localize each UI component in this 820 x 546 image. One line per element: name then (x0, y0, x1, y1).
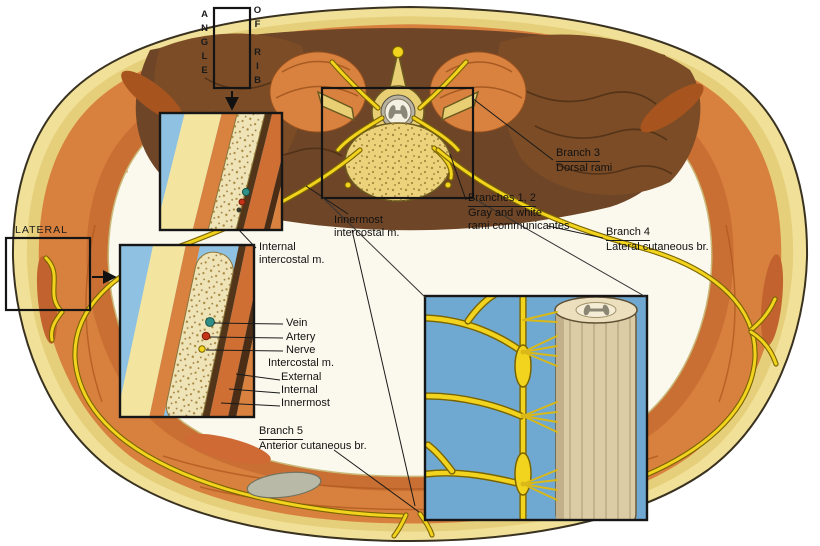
inset-spinal-cord-detail (423, 294, 649, 522)
label-lateral: LATERAL (15, 224, 68, 236)
internal-intercostal-layer (218, 246, 253, 416)
label-angle-of-rib-left: ANGLE (199, 9, 210, 79)
vein-dot-2 (205, 317, 215, 327)
innermost-intercostal-layer (226, 246, 253, 416)
spinal-cord-column (555, 305, 637, 519)
label-branches-1-2-rami-communicantes: Branches 1, 2 Gray and white rami commun… (468, 192, 570, 232)
label-branch-3-dorsal-rami: Branch 3 Dorsal rami (556, 147, 613, 174)
artery-dot-2 (201, 331, 211, 341)
label-branch-4-lateral-cutaneous: Branch 4 Lateral cutaneous br. (606, 226, 709, 253)
label-nerve: Nerve (286, 344, 316, 356)
zoom-boxes (4, 6, 647, 312)
inset-rib-angle-detail (158, 111, 284, 232)
sympathetic-ganglion-lower (514, 452, 532, 496)
label-branch-5-anterior-cutaneous: Branch 5 Anterior cutaneous br. (259, 425, 367, 452)
sympathetic-trunk-right (444, 181, 452, 189)
label-vein: Vein (286, 317, 308, 329)
nerve-dot-2 (198, 345, 206, 353)
sympathetic-trunk-left (344, 181, 352, 189)
vein-dot (241, 187, 251, 197)
artery-dot (238, 198, 246, 206)
connector-box-to-inset-right (472, 197, 647, 298)
costal-cartilage (246, 471, 322, 499)
zoom-box-vertebra (320, 86, 475, 200)
label-intercostal-m: Intercostal m. (268, 357, 335, 369)
label-external: External (281, 371, 322, 383)
sympathetic-ganglion-upper (514, 344, 532, 388)
label-innermost: Innermost (281, 397, 330, 409)
label-angle-of-rib-right: OF RIB (252, 5, 263, 89)
leader-lines (205, 97, 604, 513)
label-internal-intercostal-m: Internal intercostal m. (259, 241, 325, 266)
supraspinous-ligament (392, 46, 404, 58)
zoom-box-rib-angle (212, 6, 252, 90)
nerve-dot (236, 207, 242, 213)
connector-box-to-inset-left (322, 197, 427, 299)
label-innermost-intercostal-m: Innermost intercostal m. (334, 214, 400, 239)
label-internal: Internal (281, 384, 318, 396)
nerve-rootlets (520, 311, 558, 501)
label-artery: Artery (286, 331, 316, 343)
zoom-box-lateral (4, 236, 92, 312)
